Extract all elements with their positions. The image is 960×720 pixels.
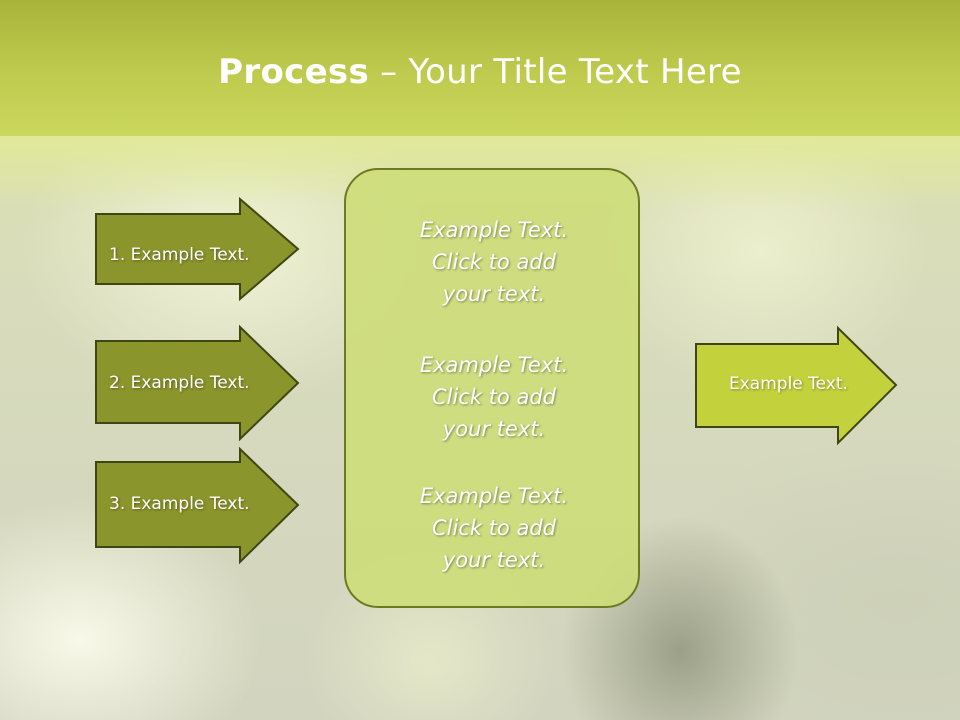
process-step-label: 1. Example Text. <box>109 245 250 265</box>
title-bar: Process – Your Title Text Here <box>0 0 960 136</box>
paragraph-line: Click to add <box>431 385 556 409</box>
arrow-shape <box>95 196 300 302</box>
paragraph-line: Example Text. <box>419 218 569 242</box>
result-arrow[interactable]: Example Text. <box>695 325 899 446</box>
arrow-shape <box>95 324 300 442</box>
center-paragraph-3: Example Text. Click to add your text. <box>346 480 642 576</box>
process-step-arrow-3[interactable]: 3. Example Text. <box>95 446 301 565</box>
paragraph-line: Example Text. <box>419 353 569 377</box>
paragraph-line: your text. <box>442 282 546 306</box>
paragraph-line: Example Text. <box>419 484 569 508</box>
process-step-arrow-1[interactable]: 1. Example Text. <box>95 196 301 302</box>
paragraph-line: Click to add <box>431 516 556 540</box>
slide-title[interactable]: Process – Your Title Text Here <box>0 52 960 92</box>
process-step-arrow-2[interactable]: 2. Example Text. <box>95 324 301 442</box>
result-arrow-label: Example Text. <box>729 374 848 394</box>
paragraph-line: your text. <box>442 548 546 572</box>
arrow-shape <box>95 446 300 565</box>
paragraph-line: Click to add <box>431 250 556 274</box>
center-paragraph-2: Example Text. Click to add your text. <box>346 349 642 445</box>
process-step-label: 3. Example Text. <box>109 494 250 514</box>
title-bold: Process <box>218 52 370 92</box>
paragraph-line: your text. <box>442 417 546 441</box>
arrow-shape <box>695 325 898 446</box>
process-step-label: 2. Example Text. <box>109 373 250 393</box>
title-rest: – Your Title Text Here <box>369 52 742 92</box>
center-paragraph-1: Example Text. Click to add your text. <box>346 214 642 310</box>
center-text-box[interactable]: Example Text. Click to add your text. Ex… <box>344 168 640 608</box>
